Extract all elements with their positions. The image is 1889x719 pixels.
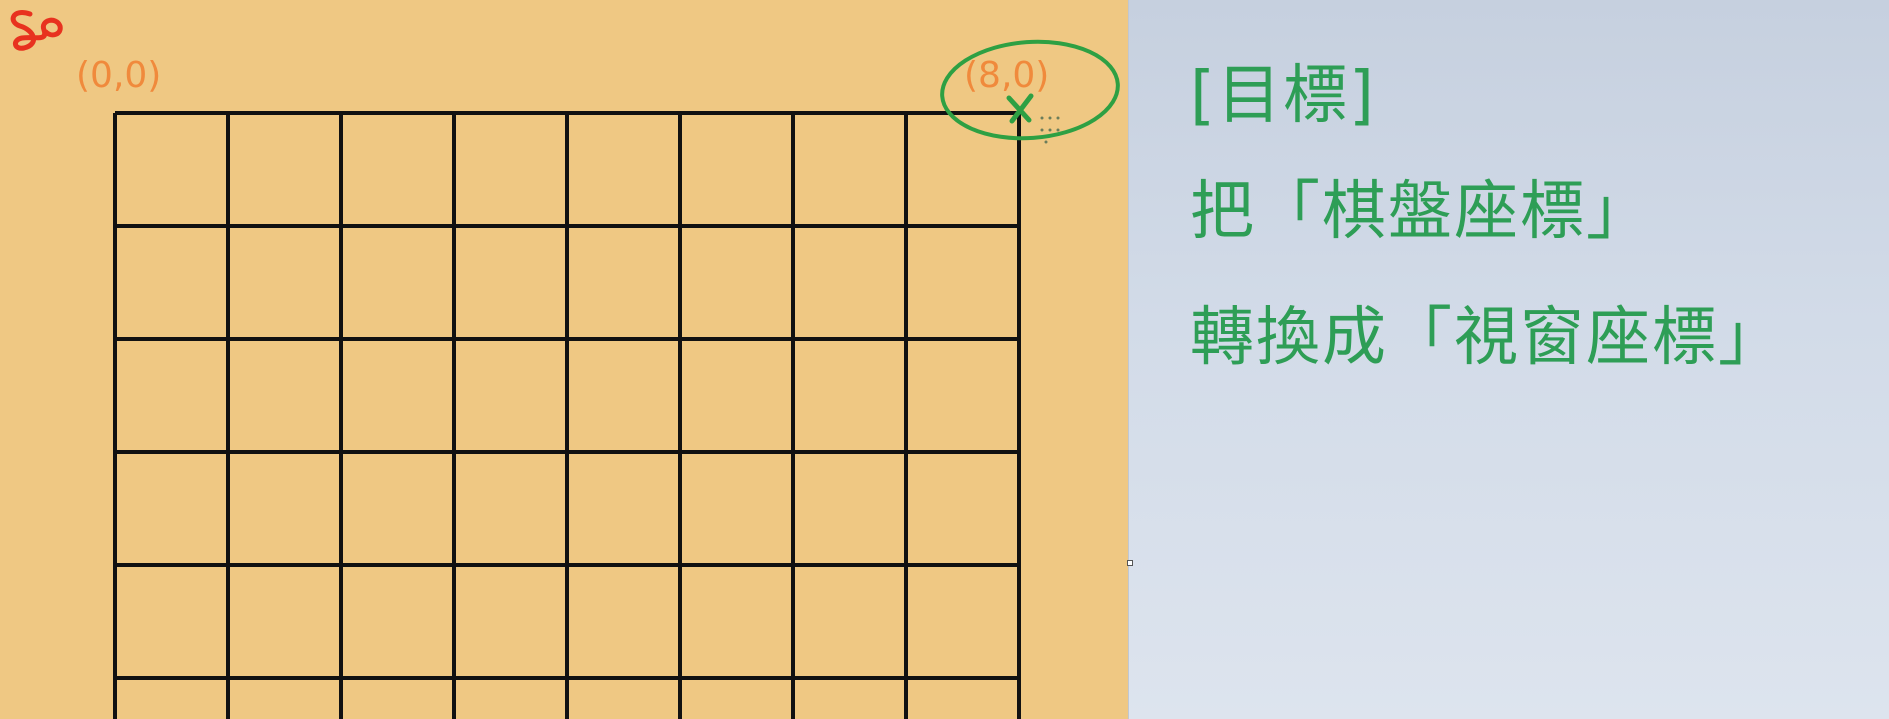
goal-line-window-coords: 轉換成「視窗座標」: [1190, 301, 1784, 375]
dotted-cursor: [1040, 116, 1060, 144]
board-grid: [10, 10, 1120, 719]
cross-mark: [1006, 93, 1034, 124]
goal-title: [目標]: [1190, 59, 1376, 133]
grid-lines: [113, 111, 1021, 719]
corner-coordinate-label: (8,0): [964, 55, 1050, 96]
resize-handle[interactable]: [1127, 560, 1133, 566]
green-circle-highlight: [940, 39, 1120, 141]
goal-panel: [1129, 0, 1889, 719]
origin-coordinate-label: (0,0): [76, 55, 162, 96]
goal-line-board-coords: 把「棋盤座標」: [1190, 175, 1652, 249]
board-panel: [0, 0, 1129, 719]
red-scribble-mark: [10, 10, 63, 51]
